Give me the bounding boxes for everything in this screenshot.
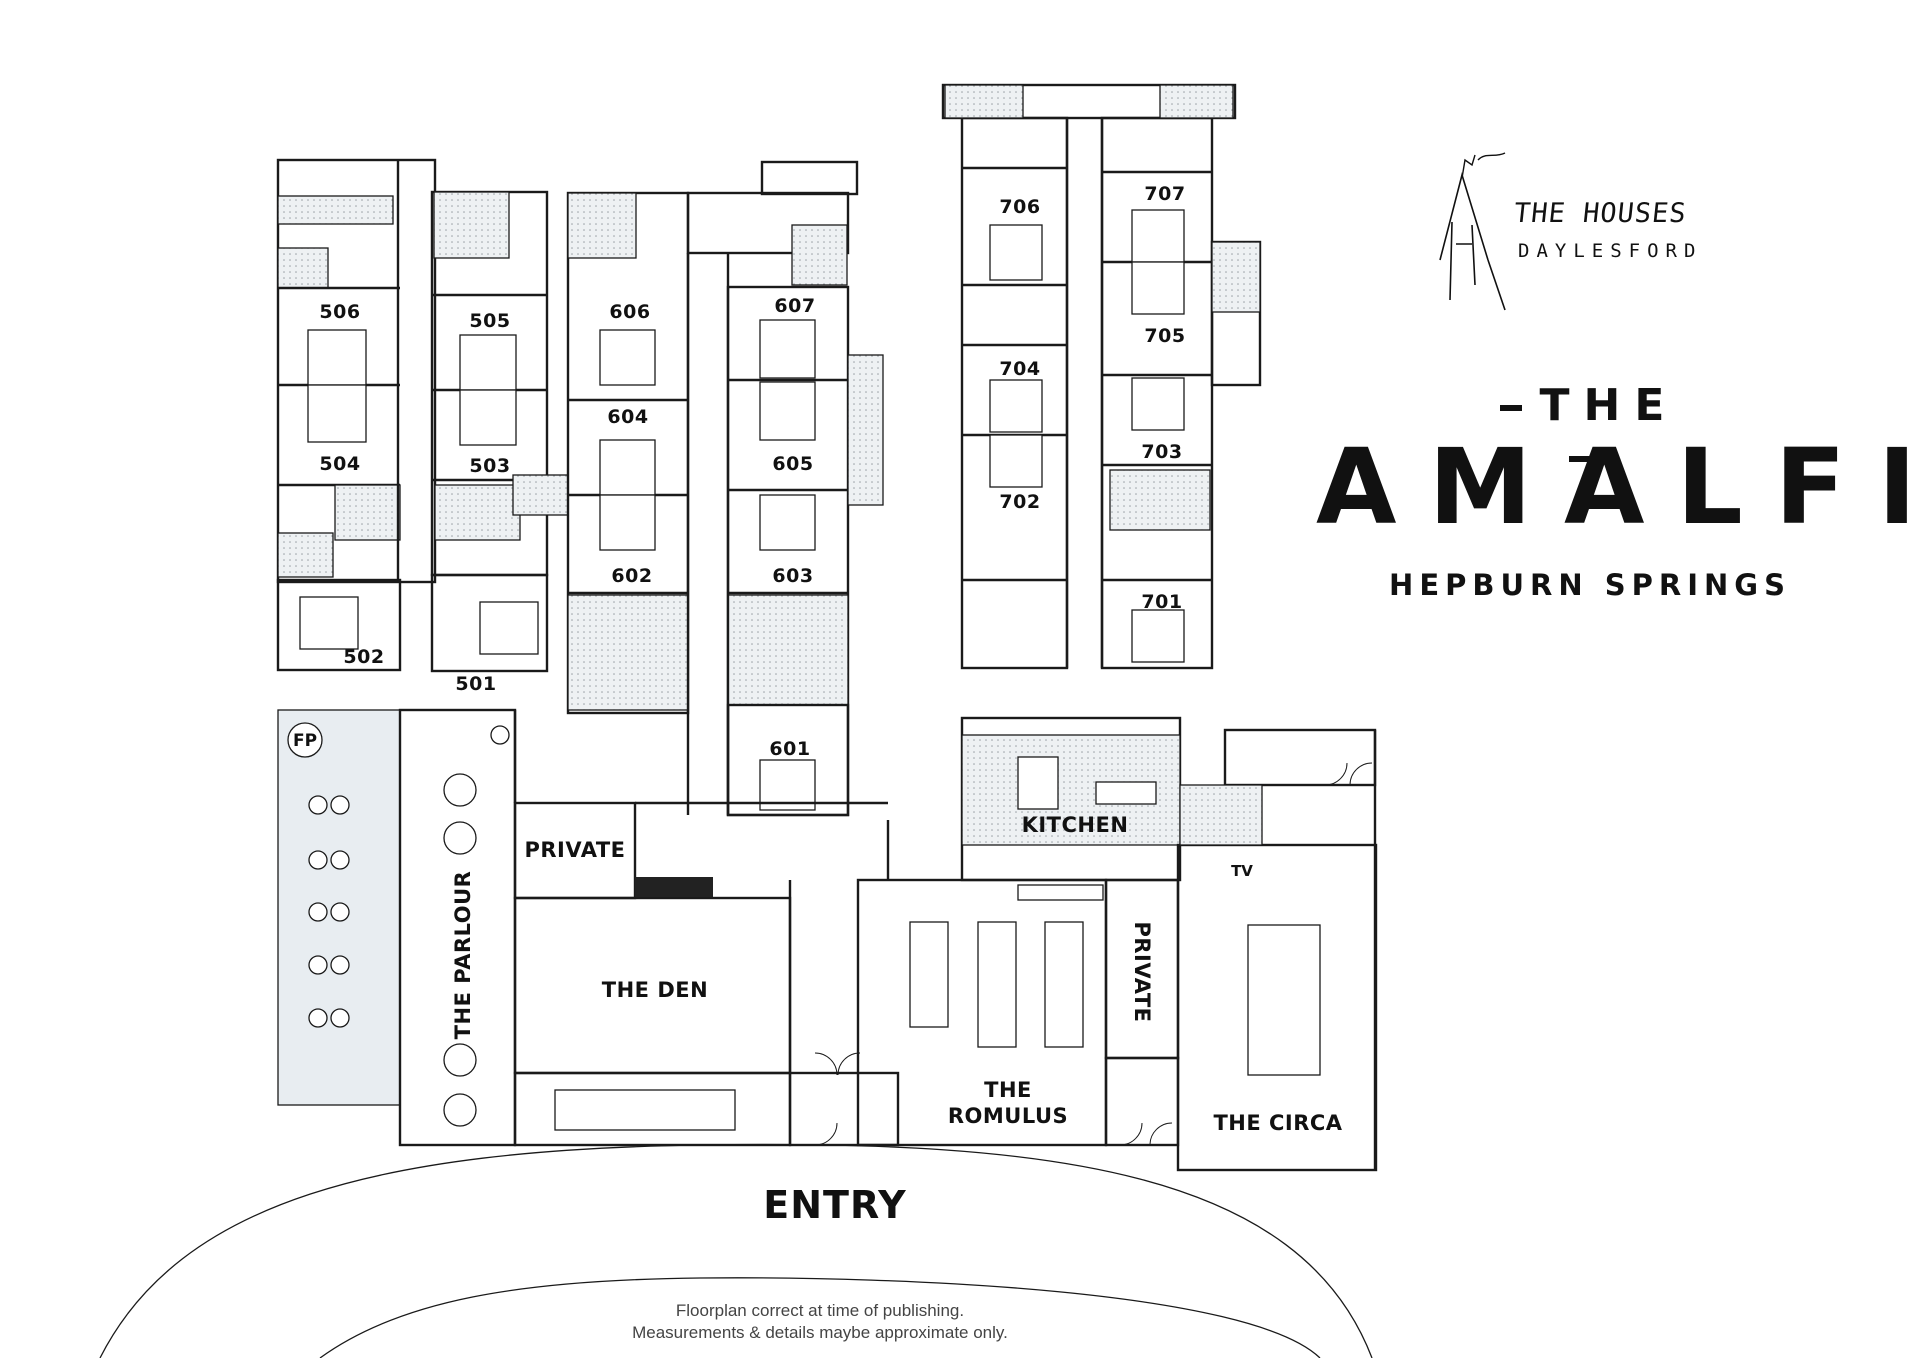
footer-line-2: Measurements & details maybe approximate…: [632, 1323, 1008, 1342]
room-604-label: 604: [607, 406, 648, 428]
room-704-label: 704: [999, 358, 1040, 380]
room-601-label: 601: [769, 738, 810, 760]
doors: [814, 762, 1373, 1146]
room-707-label: 707: [1144, 183, 1185, 205]
ground-floor: [277, 708, 1378, 1172]
fireplace-label: FP: [293, 731, 317, 751]
logo-line-2: DAYLESFORD: [1518, 240, 1703, 262]
room-504-label: 504: [319, 453, 360, 475]
brand-the-text: THE: [1539, 380, 1679, 431]
footer-line-1: Floorplan correct at time of publishing.: [675, 1301, 965, 1320]
private-right-label: PRIVATE: [1130, 922, 1154, 1023]
romulus-label-line1: THE: [984, 1078, 1032, 1102]
room-503-label: 503: [469, 455, 510, 477]
wing-600: [566, 160, 884, 817]
driveway-curve-inner: [319, 1277, 1321, 1358]
room-602-label: 602: [611, 565, 652, 587]
romulus-label-line2: ROMULUS: [948, 1104, 1068, 1128]
brand-title-large: AMALFI: [1316, 426, 1920, 548]
room-701-label: 701: [1141, 591, 1182, 613]
wing-700: [941, 83, 1262, 670]
dash-left: [1499, 405, 1522, 411]
logo-line-1: THE HOUSES: [1512, 198, 1689, 229]
room-703-label: 703: [1141, 441, 1182, 463]
room-606-label: 606: [609, 301, 650, 323]
house-logo-icon: [1439, 152, 1506, 311]
room-506-label: 506: [319, 301, 360, 323]
brand-location: HEPBURN SPRINGS: [1389, 568, 1791, 602]
room-603-label: 603: [772, 565, 813, 587]
parlour-label: THE PARLOUR: [451, 871, 475, 1040]
tv-label: TV: [1231, 862, 1253, 880]
private-left-label: PRIVATE: [525, 838, 626, 862]
room-706-label: 706: [999, 196, 1040, 218]
kitchen-label: KITCHEN: [1022, 813, 1129, 837]
footer-disclaimer: Floorplan correct at time of publishing.…: [560, 1300, 1080, 1344]
room-702-label: 702: [999, 491, 1040, 513]
entry-label: ENTRY: [763, 1183, 906, 1227]
parlour-tables: [308, 725, 510, 1127]
wing-500: [276, 158, 569, 673]
dash-right: [1569, 456, 1591, 462]
room-607-label: 607: [774, 295, 815, 317]
den-label: THE DEN: [602, 978, 708, 1002]
brand-title-small: THE: [1480, 380, 1680, 482]
circa-label: THE CIRCA: [1213, 1111, 1342, 1135]
room-502-label: 502: [343, 646, 384, 668]
room-705-label: 705: [1144, 325, 1185, 347]
room-505-label: 505: [469, 310, 510, 332]
room-605-label: 605: [772, 453, 813, 475]
room-501-label: 501: [455, 673, 496, 695]
